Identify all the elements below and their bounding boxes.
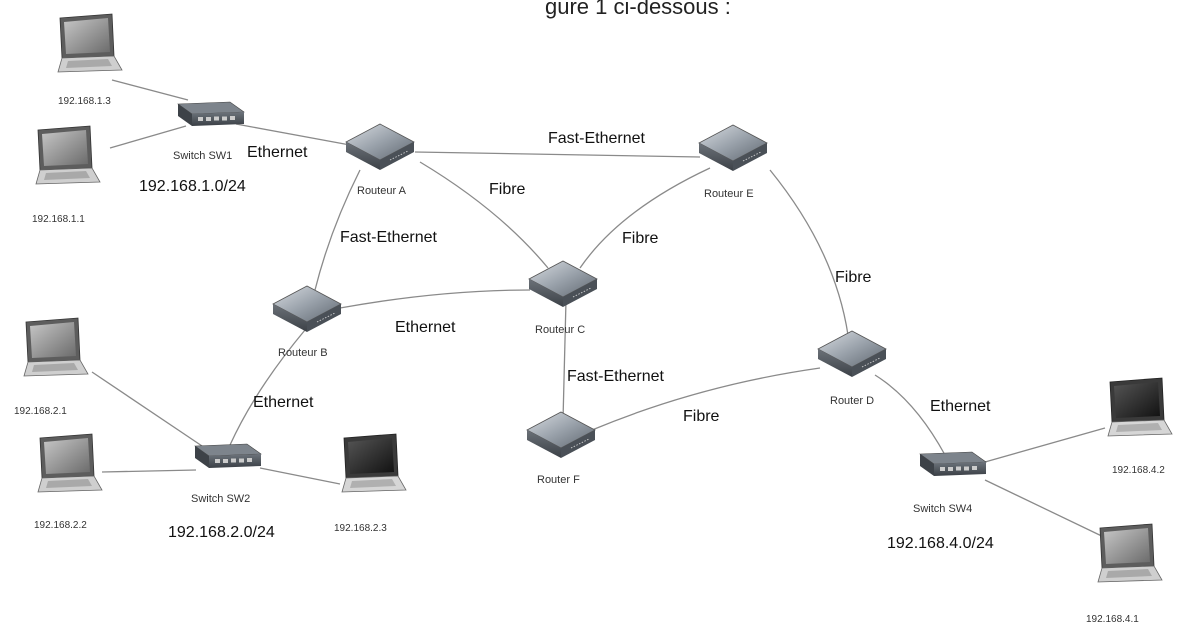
link-label-c-f: Fast-Ethernet (567, 368, 664, 385)
laptop-192-168-4-2-icon (1107, 377, 1173, 437)
network-address-4: 192.168.4.0/24 (887, 535, 994, 552)
laptop-192-168-1-3-label: 192.168.1.3 (58, 96, 111, 107)
laptop-192-168-2-2-label: 192.168.2.2 (34, 520, 87, 531)
link-routeur-e-routeur-c (579, 167, 711, 269)
link-pc11-sw1 (109, 125, 187, 149)
routeur-b-icon (272, 285, 342, 333)
laptop-192-168-4-2-label: 192.168.4.2 (1112, 465, 1165, 476)
laptop-192-168-2-3-icon (341, 433, 407, 493)
routeur-e-icon (698, 124, 768, 172)
network-address-2: 192.168.2.0/24 (168, 524, 275, 541)
links (91, 79, 1111, 541)
link-sw1-routeur-a (235, 123, 351, 146)
routeur-a-icon (345, 123, 415, 171)
link-pc13-sw1 (111, 79, 189, 101)
router-d-icon (817, 330, 887, 378)
switch-sw4-icon (919, 451, 987, 477)
header-text-fragment: gure 1 ci-dessous : (545, 0, 731, 19)
switch-sw1-label: Switch SW1 (173, 150, 232, 162)
link-pc21-sw2 (91, 371, 209, 451)
link-label-a-c: Fibre (489, 181, 526, 198)
link-routeur-a-routeur-e (414, 151, 701, 158)
routeur-c-label: Routeur C (535, 324, 585, 336)
link-label-e-c: Fibre (622, 230, 659, 247)
switch-sw2-icon (194, 443, 262, 469)
laptop-192-168-4-1-label: 192.168.4.1 (1086, 614, 1139, 622)
routeur-a-label: Routeur A (357, 185, 407, 197)
link-routeur-e-router-d (769, 169, 849, 336)
link-sw4-pc42 (984, 427, 1106, 463)
link-label-d-sw4: Ethernet (930, 398, 991, 415)
link-pc22-sw2 (101, 469, 197, 473)
link-label-e-d: Fibre (835, 269, 872, 286)
network-address-1: 192.168.1.0/24 (139, 178, 246, 195)
laptop-192-168-1-1-label: 192.168.1.1 (32, 214, 85, 225)
link-sw2-pc23 (259, 467, 341, 485)
routeur-e-label: Routeur E (704, 188, 754, 200)
link-sw4-pc41 (984, 479, 1111, 541)
switch-sw1-icon (177, 101, 245, 127)
link-routeur-b-sw2 (229, 329, 306, 446)
link-label-sw1-a: Ethernet (247, 144, 308, 161)
link-label-a-e: Fast-Ethernet (548, 130, 645, 147)
link-router-f-router-d (591, 367, 821, 431)
laptop-192-168-2-2-icon (37, 433, 103, 493)
laptop-192-168-2-1-label: 192.168.2.1 (14, 406, 67, 417)
laptop-192-168-2-1-icon (23, 317, 89, 377)
laptop-192-168-2-3-label: 192.168.2.3 (334, 523, 387, 534)
link-routeur-a-routeur-b (314, 169, 361, 291)
link-routeur-a-routeur-c (419, 161, 549, 269)
routeur-b-label: Routeur B (278, 347, 328, 359)
switch-sw2-label: Switch SW2 (191, 493, 250, 505)
router-f-label: Router F (537, 474, 580, 486)
router-f-icon (526, 411, 596, 459)
link-routeur-c-router-f (562, 299, 567, 421)
laptop-192-168-4-1-icon (1097, 523, 1163, 583)
router-d-label: Router D (830, 395, 874, 407)
link-router-d-sw4 (874, 374, 946, 456)
link-label-f-d: Fibre (683, 408, 720, 425)
link-label-b-sw2: Ethernet (253, 394, 314, 411)
link-label-a-b: Fast-Ethernet (340, 229, 437, 246)
routeur-c-icon (528, 260, 598, 308)
laptop-192-168-1-1-icon (35, 125, 101, 185)
laptop-192-168-1-3-icon (57, 13, 123, 73)
switch-sw4-label: Switch SW4 (913, 503, 972, 515)
link-routeur-b-routeur-c (339, 289, 531, 309)
link-label-b-c: Ethernet (395, 319, 456, 336)
